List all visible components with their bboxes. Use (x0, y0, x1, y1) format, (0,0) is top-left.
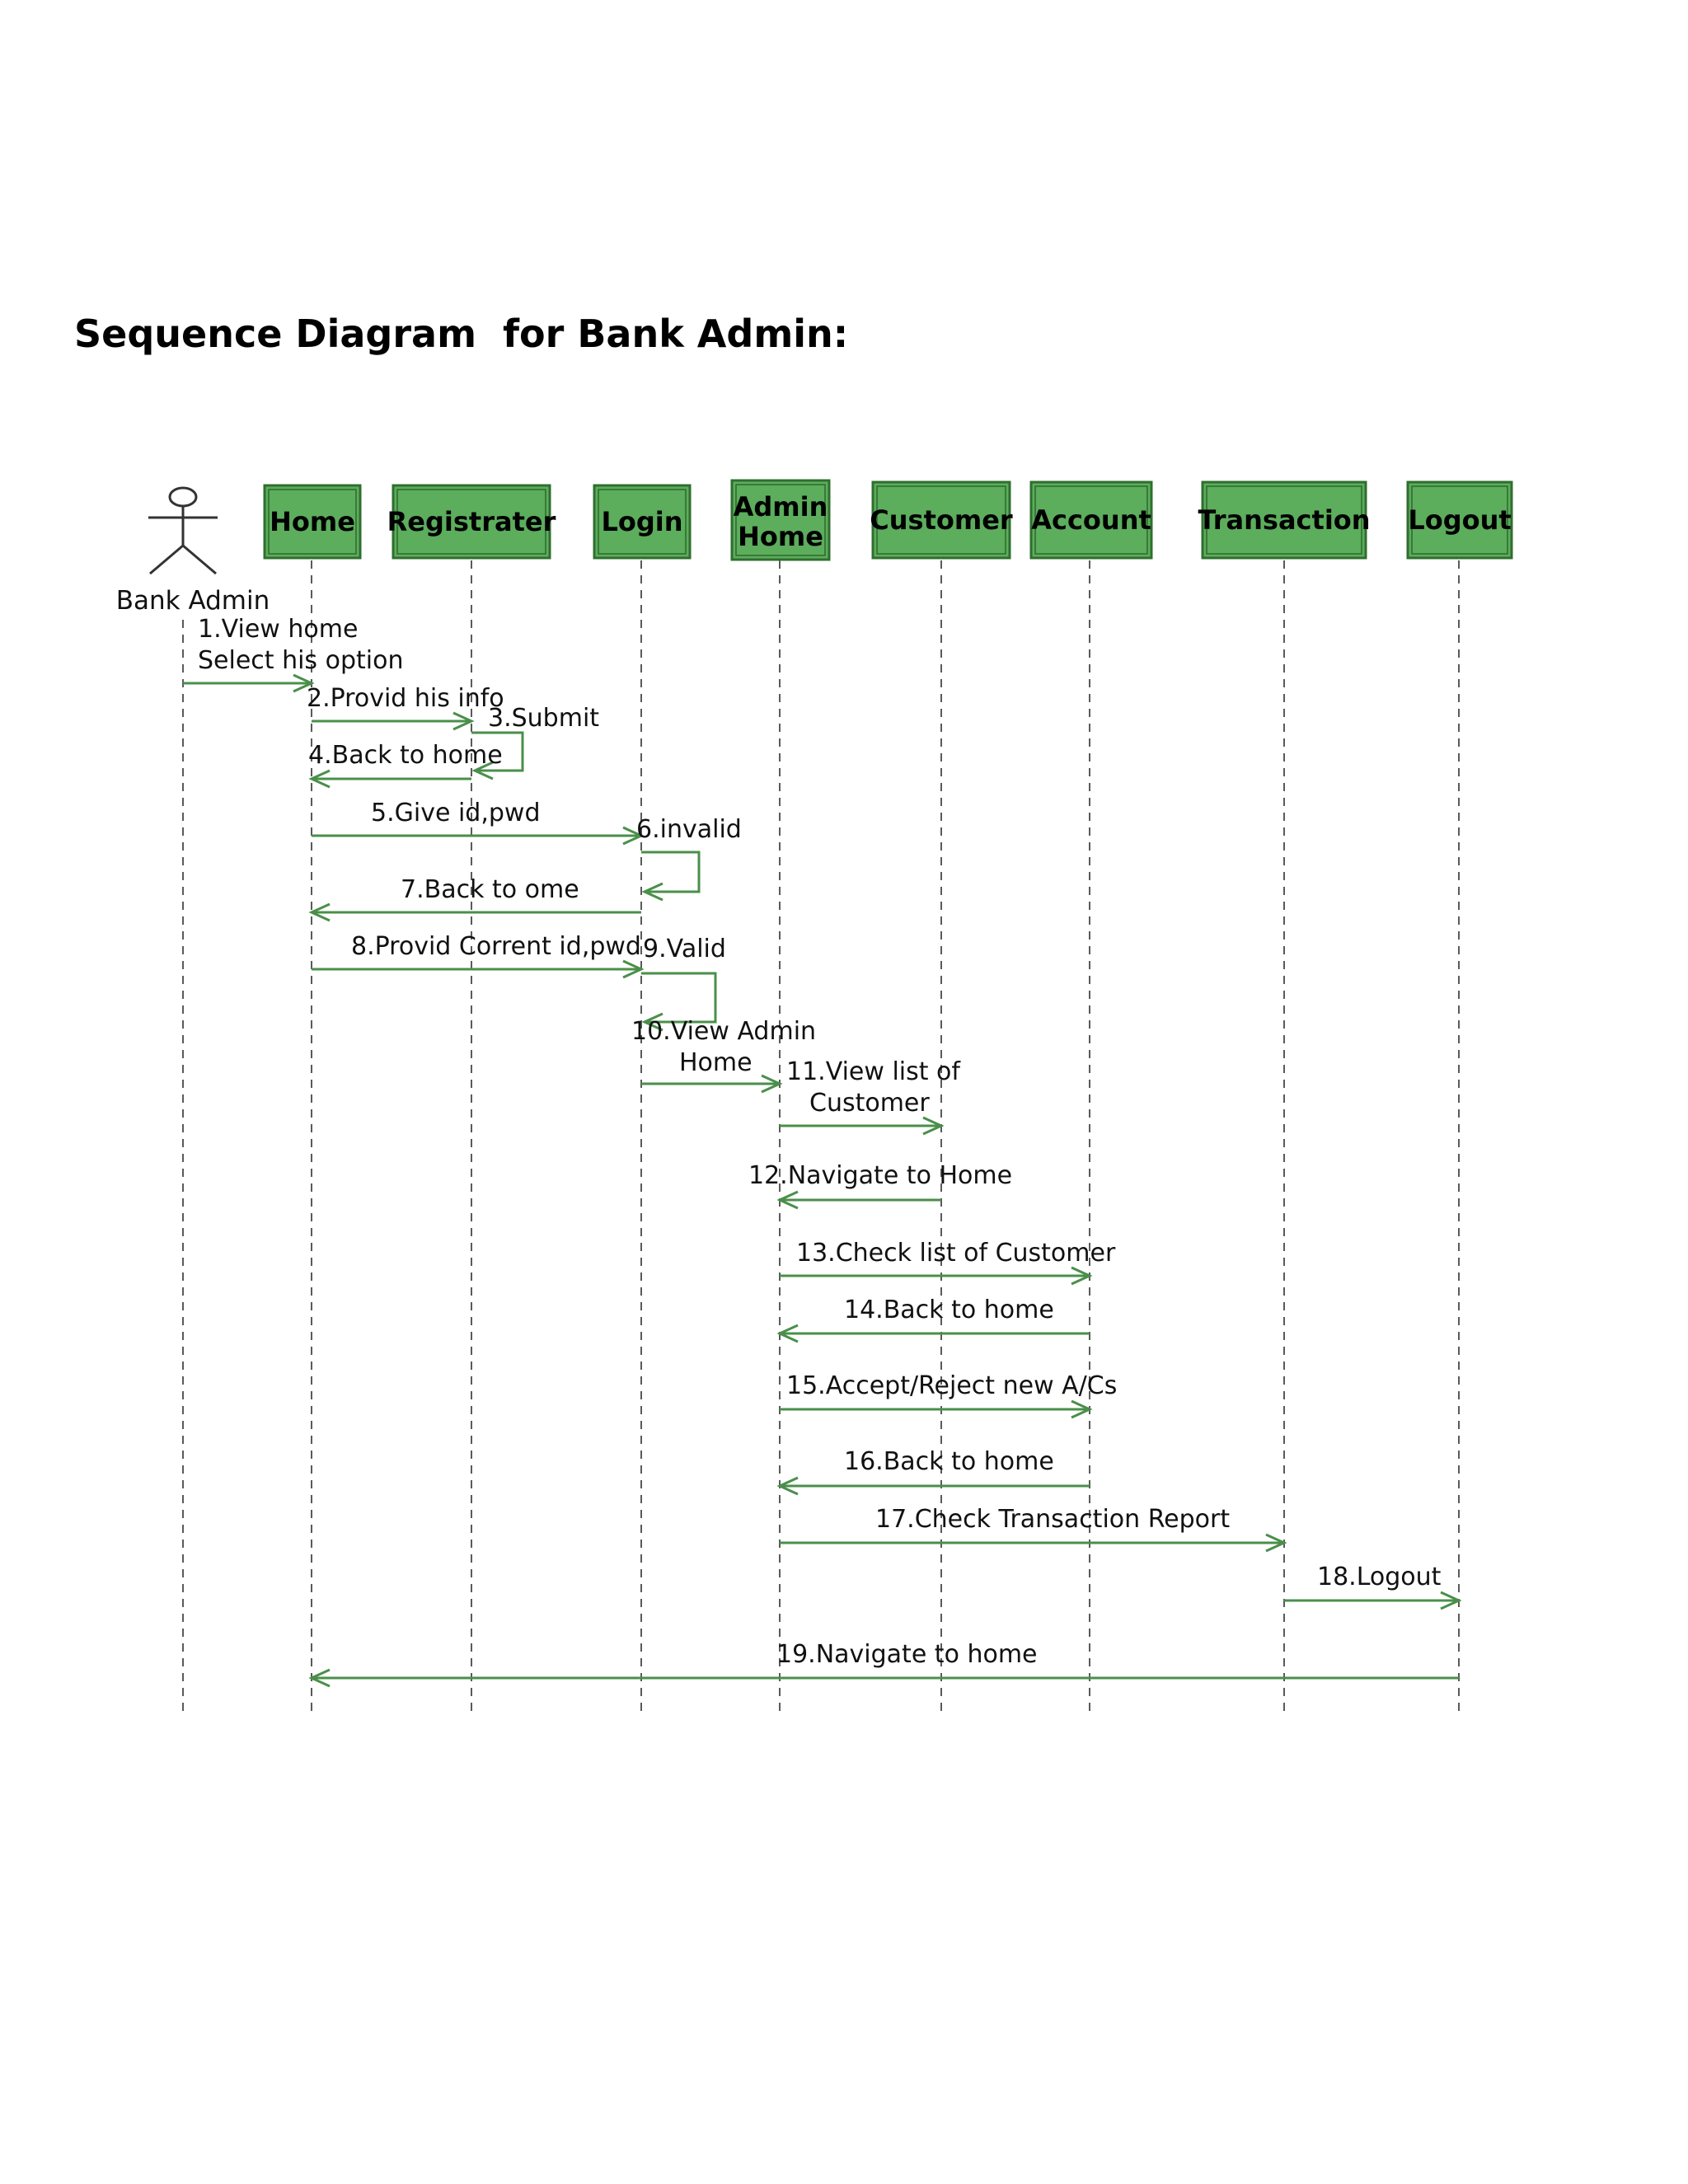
actor-head (168, 486, 198, 508)
message-13-arrowhead (1071, 1266, 1093, 1286)
message-9-label: 9.Valid (643, 935, 726, 963)
message-7-label: 7.Back to ome (401, 875, 579, 904)
message-19-label: 19.Navigate to home (776, 1640, 1038, 1669)
message-18-label: 18.Logout (1317, 1563, 1442, 1591)
message-2-label: 2.Provid his info (307, 684, 504, 713)
participant-box-inner-registrater (396, 489, 546, 555)
actor-left-leg (149, 544, 184, 575)
message-8-arrowhead (622, 959, 645, 979)
message-5-label: 5.Give id,pwd (371, 799, 541, 827)
message-15-label: 15.Accept/Reject new A/Cs (786, 1371, 1117, 1400)
participant-box-login (593, 484, 692, 560)
participant-box-inner-admin_home (735, 484, 826, 556)
message-7-arrowhead (308, 902, 331, 922)
participant-label-admin_home-1: Admin (734, 491, 828, 523)
message-14-arrowhead (776, 1324, 799, 1343)
participant-label-registrater: Registrater (387, 506, 556, 537)
participant-box-inner-home (268, 489, 357, 555)
message-8-label: 8.Provid Corrent id,pwd (351, 932, 641, 961)
message-11-label-2: Customer (809, 1089, 930, 1118)
participant-label-admin_home-2: Home (738, 521, 823, 552)
page-title: Sequence Diagram for Bank Admin: (74, 312, 849, 356)
message-4-arrowhead (308, 769, 331, 789)
participant-box-transaction (1201, 480, 1367, 560)
participant-box-admin_home (730, 479, 831, 561)
participant-box-account (1029, 480, 1153, 560)
message-1-label-1: 1.View home (198, 615, 358, 644)
participant-box-logout (1406, 480, 1513, 560)
message-11-arrowhead (922, 1116, 945, 1136)
message-19-arrowhead (308, 1668, 331, 1688)
message-6-arrowhead (641, 882, 663, 902)
participant-label-account: Account (1031, 504, 1151, 536)
message-1-label-2: Select his option (198, 646, 403, 675)
participant-box-inner-transaction (1206, 485, 1362, 555)
message-9-arrow (641, 972, 717, 1024)
participant-box-inner-account (1034, 485, 1148, 555)
message-16-arrowhead (776, 1476, 799, 1496)
message-3-label: 3.Submit (488, 704, 599, 733)
message-17-arrowhead (1265, 1533, 1287, 1553)
message-17-label: 17.Check Transaction Report (875, 1505, 1230, 1534)
participant-box-inner-login (598, 489, 687, 555)
message-4-label: 4.Back to home (308, 741, 503, 770)
message-16-label: 16.Back to home (844, 1447, 1054, 1476)
participant-box-inner-customer (876, 485, 1006, 555)
message-13-label: 13.Check list of Customer (796, 1239, 1116, 1268)
participant-label-customer: Customer (870, 504, 1013, 536)
participant-label-transaction: Transaction (1198, 504, 1370, 536)
message-14-label: 14.Back to home (844, 1296, 1054, 1324)
participant-box-registrater (392, 484, 551, 560)
message-10-arrowhead (761, 1074, 783, 1094)
message-10-label-2: Home (679, 1048, 753, 1077)
participant-label-home: Home (270, 506, 355, 537)
message-2-arrowhead (452, 711, 475, 731)
message-6-arrow (641, 851, 701, 893)
actor-right-leg (182, 544, 217, 575)
message-9-arrowhead (641, 1012, 663, 1032)
message-12-arrowhead (776, 1190, 799, 1210)
message-15-arrowhead (1071, 1399, 1093, 1419)
message-5-arrowhead (622, 826, 645, 846)
message-12-label: 12.Navigate to Home (748, 1161, 1012, 1190)
message-3-arrow (471, 731, 524, 772)
message-11-label-1: 11.View list of (786, 1057, 961, 1086)
actor-label: Bank Admin (116, 586, 270, 616)
participant-label-login: Login (601, 506, 682, 537)
message-1-arrowhead (293, 673, 315, 693)
message-6-label: 6.invalid (636, 815, 742, 844)
message-3-arrowhead (471, 761, 494, 780)
message-10-label-1: 10.View Admin (631, 1017, 816, 1046)
participant-label-logout: Logout (1408, 504, 1511, 536)
participant-box-inner-logout (1411, 485, 1508, 555)
participant-box-customer (871, 480, 1011, 560)
message-18-arrowhead (1440, 1591, 1462, 1610)
participant-box-home (263, 484, 362, 560)
